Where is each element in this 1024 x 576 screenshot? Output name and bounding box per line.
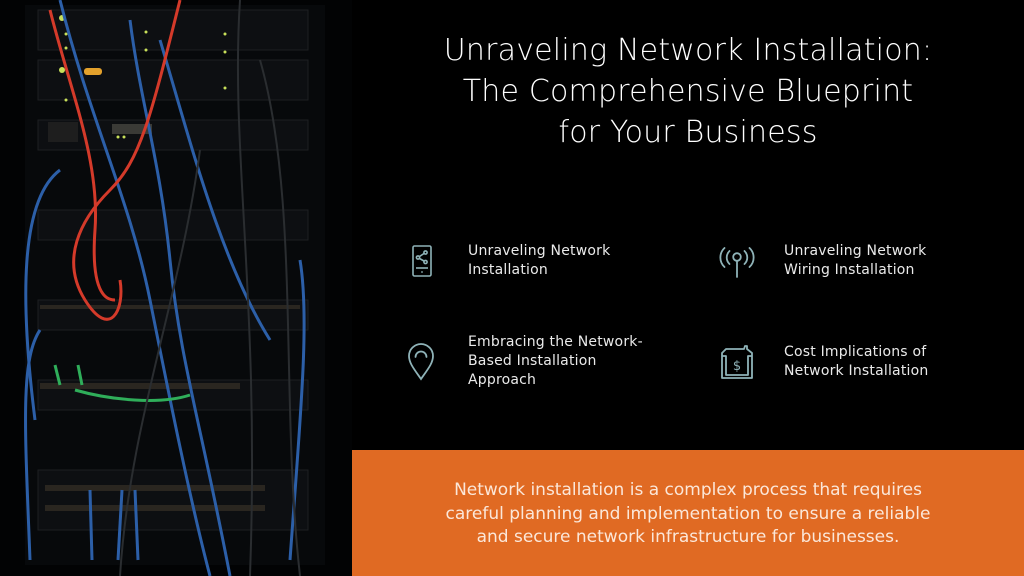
- topic-item-cost-implications: $ Cost Implications of Network Installat…: [718, 341, 928, 381]
- house-dollar-icon: $: [718, 341, 758, 381]
- title-line: for Your Business: [558, 115, 818, 150]
- title-line: The Comprehensive Blueprint: [462, 74, 914, 109]
- summary-banner: Network installation is a complex proces…: [352, 450, 1024, 576]
- title-line: Unraveling Network Installation:: [443, 33, 933, 68]
- svg-text:$: $: [733, 359, 741, 374]
- topic-item-network-based-approach: Embracing the Network- Based Installatio…: [408, 333, 643, 390]
- topic-item-network-installation: Unraveling Network Installation: [408, 242, 610, 282]
- topic-label: Unraveling Network Wiring Installation: [784, 243, 927, 278]
- topic-item-wiring-installation: Unraveling Network Wiring Installation: [718, 242, 926, 282]
- slide-title: Unraveling Network Installation: The Com…: [352, 30, 1024, 153]
- server-rack-photo: [0, 0, 352, 576]
- content-panel: Unraveling Network Installation: The Com…: [352, 0, 1024, 450]
- server-rack-illustration: [0, 0, 352, 576]
- location-pin-icon: [408, 333, 444, 385]
- mobile-share-icon: [408, 242, 444, 282]
- topic-label: Cost Implications of Network Installatio…: [784, 344, 929, 379]
- wireless-antenna-icon: [718, 242, 758, 282]
- summary-text: Network installation is a complex proces…: [445, 480, 931, 547]
- topic-label: Unraveling Network Installation: [468, 243, 611, 278]
- topic-label: Embracing the Network- Based Installatio…: [468, 334, 643, 388]
